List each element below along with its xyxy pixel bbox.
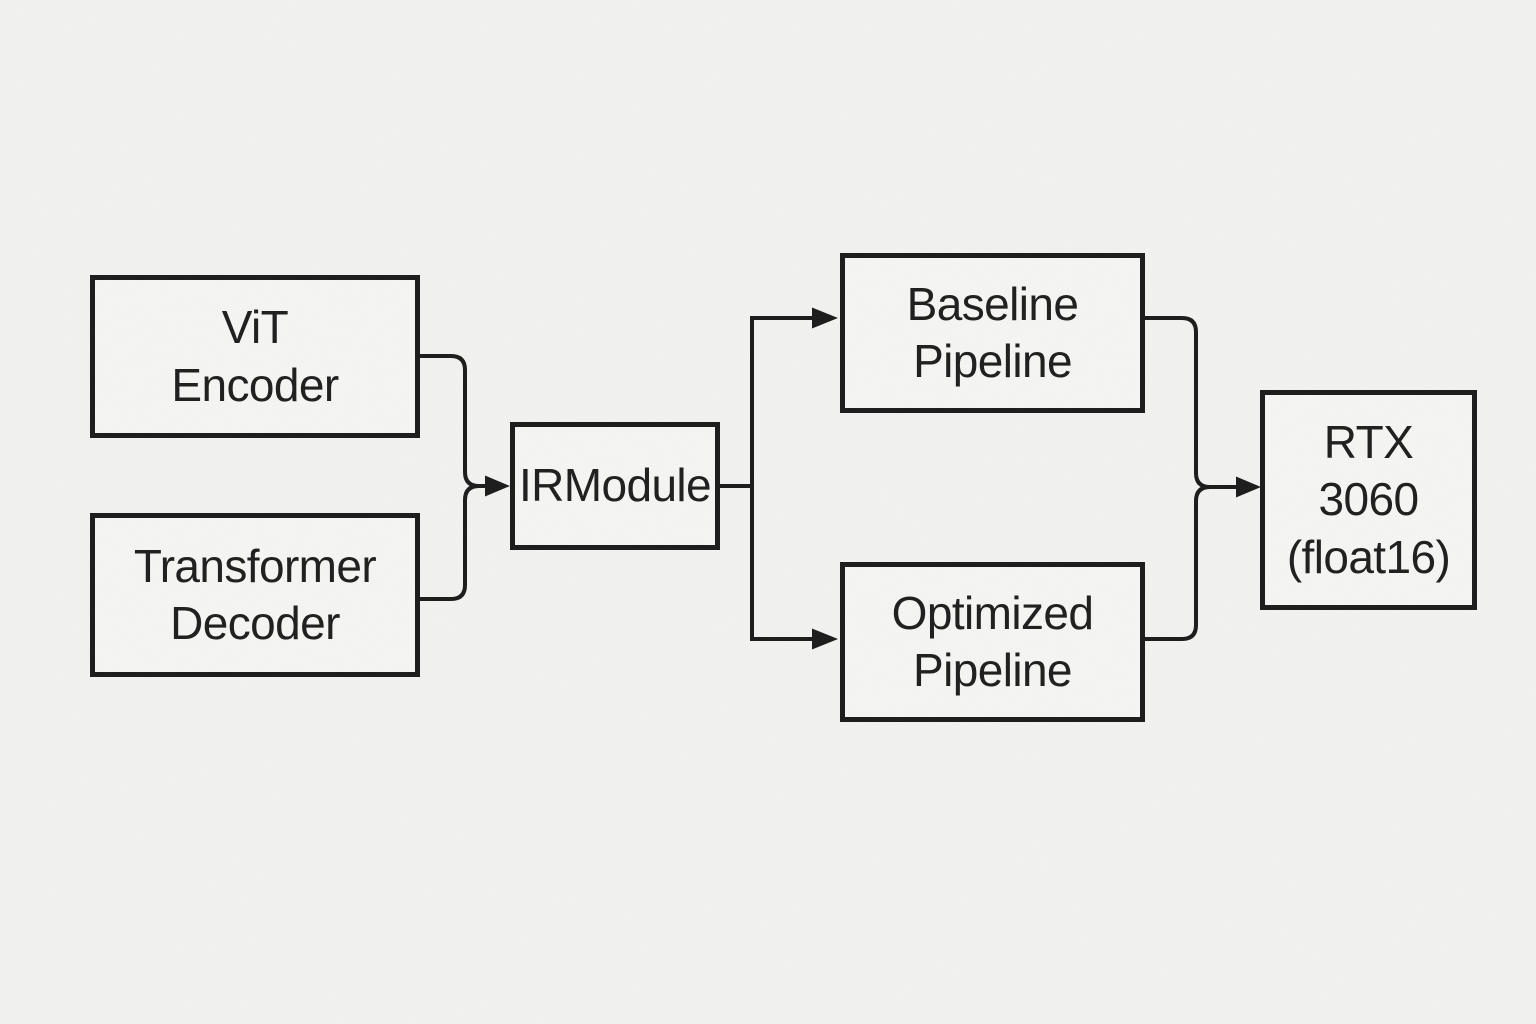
- node-vit-encoder-label: ViT Encoder: [171, 301, 339, 411]
- arrowhead-into-rtx-3060: [1236, 476, 1261, 498]
- node-baseline-pipeline-label: Baseline Pipeline: [906, 277, 1079, 388]
- node-baseline-pipeline: Baseline Pipeline: [840, 253, 1145, 413]
- node-transformer-decoder-label: Transformer Decoder: [133, 539, 377, 650]
- node-optimized-pipeline-label: Optimized Pipeline: [891, 586, 1094, 697]
- edge-transformer-decoder-to-irmodule: [420, 484, 487, 601]
- arrowhead-into-baseline-pipeline: [812, 307, 838, 329]
- node-irmodule-label: IRModule: [518, 459, 712, 512]
- node-irmodule: IRModule: [510, 422, 720, 550]
- node-transformer-decoder: Transformer Decoder: [90, 513, 420, 677]
- edge-baseline-pipeline-to-rtx: [1145, 316, 1238, 489]
- edge-vit-encoder-to-irmodule: [420, 354, 487, 488]
- edge-optimized-pipeline-to-rtx: [1145, 485, 1238, 641]
- node-vit-encoder: ViT Encoder: [90, 275, 420, 438]
- node-rtx-3060: RTX 3060 (float16): [1260, 390, 1477, 610]
- node-optimized-pipeline: Optimized Pipeline: [840, 562, 1145, 722]
- edge-irmodule-split: [750, 316, 814, 641]
- node-rtx-3060-label: RTX 3060 (float16): [1286, 415, 1451, 583]
- arrowhead-into-irmodule: [485, 475, 510, 497]
- arrowhead-into-optimized-pipeline: [812, 628, 838, 650]
